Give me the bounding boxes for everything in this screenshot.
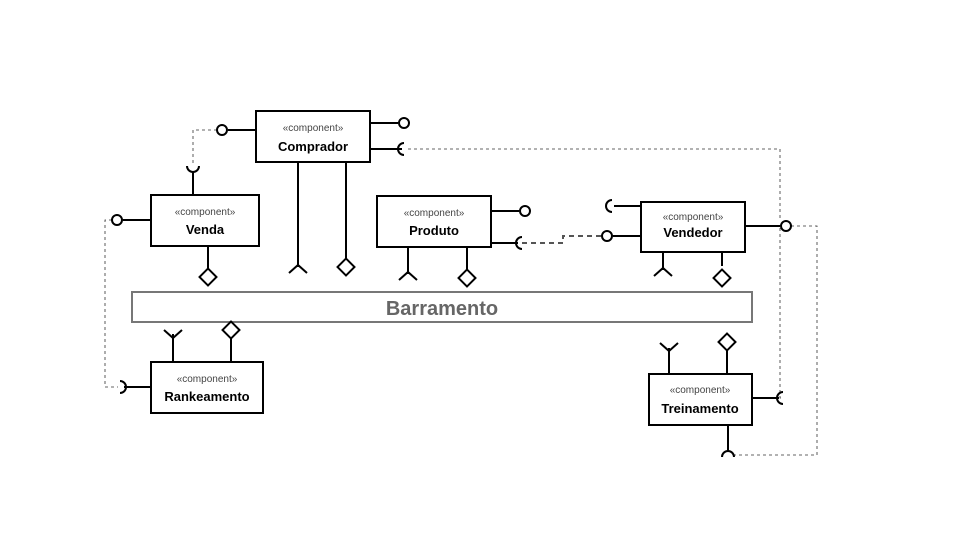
component-name: Produto	[409, 223, 459, 238]
provided-interface-icon	[111, 214, 123, 226]
bus-publish-icon	[653, 266, 673, 277]
component-stereotype: «component»	[670, 385, 731, 396]
required-interface-icon	[515, 236, 523, 250]
component-name: Rankeamento	[164, 389, 249, 404]
connector-vendedor-treinamento	[734, 225, 818, 456]
provided-interface-icon	[780, 220, 792, 232]
provided-interface-icon	[601, 230, 613, 242]
component-stereotype: «component»	[404, 208, 465, 219]
bus-subscribe-icon	[221, 320, 241, 340]
provided-interface-icon	[519, 205, 531, 217]
component-name: Vendedor	[663, 225, 722, 240]
required-interface-icon	[776, 391, 784, 405]
bus-publish-icon	[288, 263, 308, 274]
bus-subscribe-icon	[712, 268, 732, 288]
bus-publish-icon	[398, 270, 418, 281]
component-comprador[interactable]: «component» Comprador	[216, 110, 410, 277]
bus-label: Barramento	[386, 298, 498, 320]
connector-venda-rankeamento	[104, 219, 118, 388]
connector-vendedor-treinamento-right	[779, 228, 782, 399]
required-interface-icon	[119, 380, 127, 394]
component-stereotype: «component»	[177, 374, 238, 385]
component-treinamento[interactable]: «component» Treinamento	[648, 332, 784, 458]
component-stereotype: «component»	[283, 123, 344, 134]
component-name: Venda	[186, 222, 225, 237]
bus-subscribe-icon	[198, 267, 218, 287]
bus-publish-icon	[163, 329, 183, 340]
required-interface-icon	[605, 199, 613, 213]
bus-publish-icon	[659, 342, 679, 353]
connectors	[104, 129, 818, 456]
component-produto[interactable]: «component» Produto	[376, 195, 531, 288]
component-name: Treinamento	[661, 401, 738, 416]
bus-barramento[interactable]: Barramento	[131, 291, 753, 323]
provided-interface-icon	[216, 124, 228, 136]
connector-comprador-vendedor	[408, 148, 781, 220]
provided-interface-icon	[398, 117, 410, 129]
component-stereotype: «component»	[175, 207, 236, 218]
connector-produto-vendedor	[522, 235, 602, 244]
component-vendedor[interactable]: «component» Vendedor	[601, 199, 792, 288]
connector-comprador-venda	[192, 129, 217, 165]
bus-subscribe-icon	[717, 332, 737, 352]
bus-subscribe-icon	[336, 257, 356, 277]
required-interface-icon	[186, 165, 200, 173]
component-rankeamento[interactable]: «component» Rankeamento	[119, 320, 264, 414]
component-stereotype: «component»	[663, 212, 724, 223]
required-interface-icon	[397, 142, 405, 156]
component-venda[interactable]: «component» Venda	[111, 165, 260, 287]
bus-subscribe-icon	[457, 268, 477, 288]
required-interface-icon	[721, 450, 735, 458]
component-name: Comprador	[278, 139, 348, 154]
